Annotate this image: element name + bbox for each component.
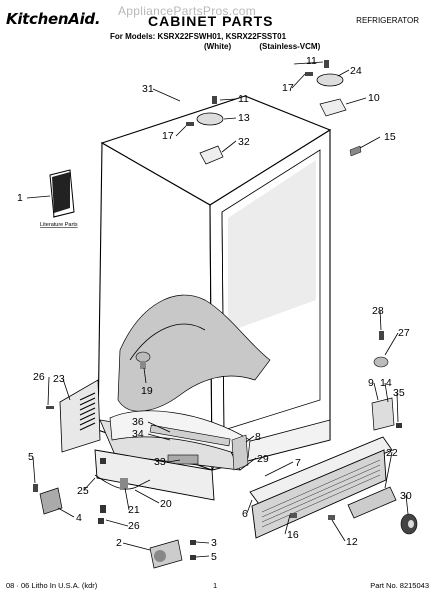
footer-page-number: 1 (213, 581, 218, 590)
right-bracket (371, 397, 402, 431)
callout-34: 34 (132, 428, 144, 440)
callout-33: 33 (154, 456, 166, 468)
callout-24: 24 (350, 65, 362, 77)
model-variants: (White) (Stainless-VCM) (204, 42, 346, 51)
brand-logo: KitchenAid. (6, 10, 101, 28)
callout-6: 6 (242, 508, 248, 520)
callout-31: 31 (142, 83, 154, 95)
callout-35: 35 (393, 387, 405, 399)
literature-book-icon (49, 169, 75, 218)
variant-stainless: (Stainless-VCM) (259, 42, 321, 51)
callout-19: 19 (141, 385, 153, 397)
callout-32: 32 (238, 136, 250, 148)
callout-11: 11 (238, 93, 249, 105)
callout-13: 13 (238, 112, 250, 124)
callout-26: 26 (128, 520, 140, 532)
callout-2: 2 (116, 537, 122, 549)
callout-20: 20 (160, 498, 172, 510)
category-label: REFRIGERATOR (356, 16, 419, 25)
footer-litho: 08 · 06 Litho In U.S.A. (kdr) (6, 581, 98, 590)
drain-plug (135, 351, 151, 369)
literature-parts-label: Literature Parts (40, 222, 78, 228)
top-hinge-right (305, 60, 362, 157)
callout-15: 15 (384, 131, 396, 143)
callout-17: 17 (162, 130, 174, 142)
callout-22: 22 (386, 447, 398, 459)
callout-21: 21 (128, 504, 140, 516)
callout-11: 11 (306, 55, 317, 67)
callout-28: 28 (372, 305, 384, 317)
callout-7: 7 (295, 457, 301, 469)
roller-and-wheel (347, 486, 418, 535)
models-line: For Models: KSRX22FSWH01, KSRX22FSST01 (110, 32, 287, 41)
leader-lines (26, 61, 409, 558)
callout-4: 4 (76, 512, 82, 524)
callout-17: 17 (282, 82, 294, 94)
callout-23: 23 (53, 373, 65, 385)
callout-9: 9 (368, 377, 374, 389)
callout-5: 5 (211, 551, 217, 563)
callout-numbers: 31 11 24 17 10 11 13 17 32 15 1 28 27 26… (17, 55, 412, 563)
callout-3: 3 (211, 537, 217, 549)
cabinet-cutaway (117, 294, 271, 412)
footer-part-number: Part No. 8215043 (370, 581, 429, 590)
leveling-parts (373, 331, 389, 368)
front-lower-panel (94, 449, 215, 501)
callout-27: 27 (398, 327, 410, 339)
water-valve (149, 539, 196, 569)
kick-plate-grille (249, 436, 393, 539)
callout-12: 12 (346, 536, 358, 548)
watermark: AppliancePartsPros.com (118, 4, 256, 18)
rear-vent-panel (46, 379, 101, 453)
water-tubing (94, 458, 151, 524)
callout-8: 8 (255, 431, 261, 443)
callout-16: 16 (287, 529, 299, 541)
lower-rail-assembly (99, 410, 251, 471)
callout-36: 36 (132, 416, 144, 428)
variant-white: (White) (204, 42, 232, 51)
callout-10: 10 (368, 92, 380, 104)
callout-25: 25 (77, 485, 89, 497)
page-title: CABINET PARTS (148, 13, 274, 29)
callout-26: 26 (33, 371, 45, 383)
left-leveling-leg (33, 484, 63, 515)
top-hinge-left (186, 96, 224, 165)
callout-30: 30 (400, 490, 412, 502)
callout-29: 29 (257, 453, 269, 465)
callout-1: 1 (17, 192, 23, 204)
callout-5: 5 (28, 451, 34, 463)
callout-14: 14 (380, 377, 392, 389)
